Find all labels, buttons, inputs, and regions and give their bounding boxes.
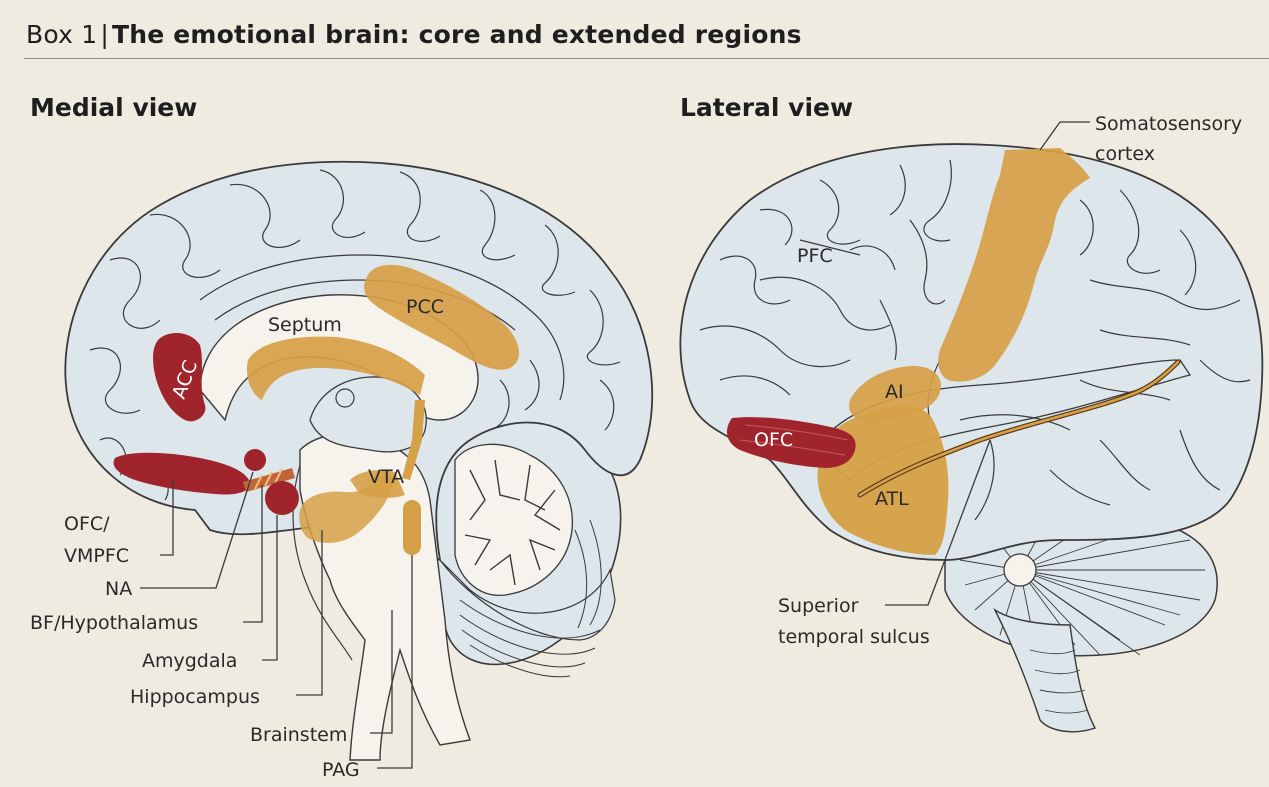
ofc-vmpfc-label-line2: VMPFC — [64, 545, 129, 567]
septum-label: Septum — [268, 314, 342, 336]
bf-hypothalamus-label: BF/Hypothalamus — [30, 612, 198, 634]
atl-label: ATL — [875, 488, 909, 510]
somatosensory-label-line2: cortex — [1095, 143, 1155, 165]
pag-region — [403, 500, 421, 555]
ofc-vmpfc-label-line1: OFC/ — [64, 513, 110, 535]
brainstem-label: Brainstem — [250, 724, 347, 746]
medial-brain-diagram: ACC Septum PCC VTA OFC/ VMPFC NA BF/Hypo… — [30, 162, 652, 781]
na-label: NA — [105, 578, 132, 600]
hippocampus-label: Hippocampus — [130, 686, 260, 708]
ai-label: AI — [885, 381, 904, 403]
pcc-label: PCC — [406, 296, 444, 318]
sts-label-line1: Superior — [778, 595, 859, 617]
pag-label: PAG — [322, 759, 360, 781]
vta-label: VTA — [368, 466, 404, 488]
pfc-label: PFC — [797, 245, 833, 267]
na-region — [244, 449, 266, 471]
sts-label-line2: temporal sulcus — [778, 626, 930, 648]
lateral-brain-diagram: Somatosensory cortex PFC AI OFC ATL Supe… — [680, 113, 1262, 732]
somatosensory-label-line1: Somatosensory — [1095, 113, 1242, 135]
amygdala-label: Amygdala — [142, 650, 237, 672]
lateral-ofc-label: OFC — [754, 429, 793, 451]
amygdala-region — [265, 481, 299, 515]
